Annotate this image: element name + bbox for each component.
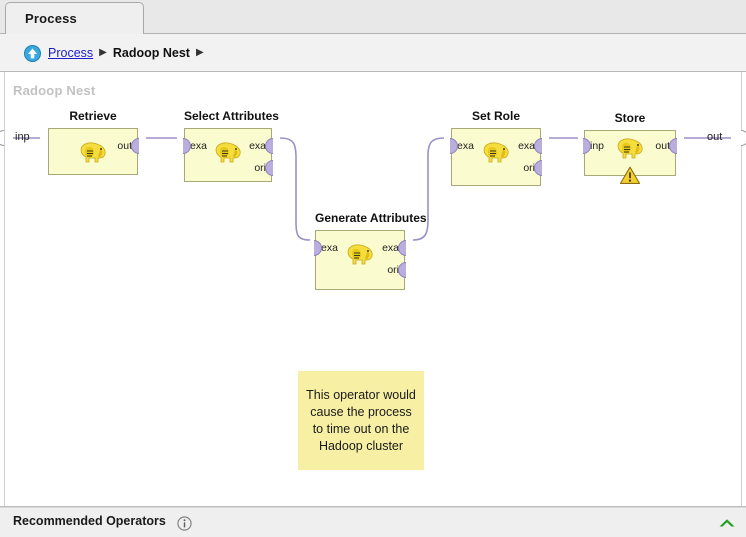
operator-generate-attributes-port-ori-out-label: ori bbox=[387, 264, 399, 276]
hadoop-elephant-icon bbox=[215, 142, 241, 163]
breadcrumb-root-link[interactable]: Process bbox=[48, 46, 94, 60]
sticky-note[interactable]: This operator would cause the process to… bbox=[298, 371, 424, 470]
operator-store-port-inp[interactable] bbox=[583, 138, 591, 154]
operator-generate-attributes-label: Generate Attributes bbox=[315, 211, 427, 225]
recommended-operators-label: Recommended Operators bbox=[13, 514, 166, 528]
operator-generate-attributes-port-exa-out-label: exa bbox=[382, 242, 399, 254]
hadoop-elephant-icon bbox=[483, 142, 509, 163]
up-arrow-icon[interactable] bbox=[24, 44, 41, 62]
operator-select-attributes-port-exa-in[interactable] bbox=[183, 138, 191, 154]
operator-set-role-port-ori-out-label: ori bbox=[523, 162, 535, 174]
sticky-note-text: This operator would cause the process to… bbox=[306, 387, 416, 453]
breadcrumb-separator-icon: ▶ bbox=[99, 47, 107, 58]
breadcrumb-bar: Process ▶ Radoop Nest ▶ 100% 1:1 bbox=[0, 34, 746, 98]
bottom-divider bbox=[0, 507, 746, 508]
operator-retrieve-port-out[interactable] bbox=[131, 138, 139, 154]
operator-set-role-port-exa-in[interactable] bbox=[450, 138, 458, 154]
operator-generate-attributes-port-exa-in-label: exa bbox=[321, 242, 338, 254]
process-canvas[interactable]: Radoop Nest inp bbox=[0, 72, 746, 506]
operator-generate-attributes-port-exa-in[interactable] bbox=[314, 240, 322, 256]
breadcrumb-current[interactable]: Radoop Nest bbox=[112, 46, 190, 60]
operator-select-attributes-port-ori-out-label: ori bbox=[254, 162, 266, 174]
operator-store-port-out[interactable] bbox=[669, 138, 677, 154]
breadcrumb: Process ▶ Radoop Nest ▶ bbox=[24, 42, 210, 64]
info-icon[interactable] bbox=[177, 516, 192, 531]
nest-input-port-nub[interactable] bbox=[0, 130, 4, 146]
operator-store[interactable]: Store inp out bbox=[583, 111, 677, 184]
operator-set-role-label: Set Role bbox=[471, 109, 520, 123]
operator-select-attributes[interactable]: Select Attributes exa exa ori bbox=[183, 109, 279, 182]
tab-process-label: Process bbox=[25, 11, 77, 26]
operator-set-role-port-exa-in-label: exa bbox=[457, 140, 474, 152]
operator-select-attributes-port-ori-out[interactable] bbox=[265, 160, 273, 176]
breadcrumb-trailing-separator-icon: ▶ bbox=[195, 47, 204, 58]
nest-output-port-nub[interactable] bbox=[741, 130, 746, 146]
warning-triangle-icon bbox=[619, 166, 641, 184]
operator-retrieve[interactable]: Retrieve out bbox=[48, 109, 139, 175]
operator-generate-attributes-port-ori-out[interactable] bbox=[398, 262, 406, 278]
operator-generate-attributes-port-exa-out[interactable] bbox=[398, 240, 406, 256]
operator-select-attributes-port-exa-out-label: exa bbox=[249, 140, 266, 152]
canvas-nest-title: Radoop Nest bbox=[13, 83, 96, 98]
operator-store-port-inp-label: inp bbox=[590, 140, 605, 152]
operator-generate-attributes[interactable]: Generate Attributes exa exa ori bbox=[314, 211, 427, 290]
operator-set-role-port-exa-out[interactable] bbox=[534, 138, 542, 154]
operator-set-role[interactable]: Set Role exa exa ori bbox=[450, 109, 542, 186]
nest-input-port-label: inp bbox=[15, 131, 30, 143]
nest-border-right bbox=[741, 72, 742, 506]
operator-store-label: Store bbox=[614, 111, 646, 125]
hadoop-elephant-icon bbox=[617, 138, 643, 159]
hadoop-elephant-icon bbox=[347, 244, 373, 265]
operator-set-role-port-exa-out-label: exa bbox=[518, 140, 535, 152]
operator-select-attributes-port-exa-out[interactable] bbox=[265, 138, 273, 154]
nest-output-port-label: out bbox=[707, 131, 723, 143]
operator-retrieve-port-out-label: out bbox=[117, 140, 132, 152]
tab-bar: Process bbox=[0, 0, 746, 34]
hadoop-elephant-icon bbox=[80, 142, 106, 163]
nest-border-left bbox=[4, 72, 5, 506]
operator-set-role-port-ori-out[interactable] bbox=[534, 160, 542, 176]
recommended-operators-bar[interactable]: Recommended Operators bbox=[0, 506, 746, 537]
operator-select-attributes-label: Select Attributes bbox=[184, 109, 279, 123]
operator-store-port-out-label: out bbox=[655, 140, 670, 152]
operator-select-attributes-port-exa-in-label: exa bbox=[190, 140, 207, 152]
chevron-up-icon[interactable] bbox=[717, 515, 737, 530]
tab-process[interactable]: Process bbox=[5, 2, 144, 34]
operator-retrieve-label: Retrieve bbox=[69, 109, 117, 123]
